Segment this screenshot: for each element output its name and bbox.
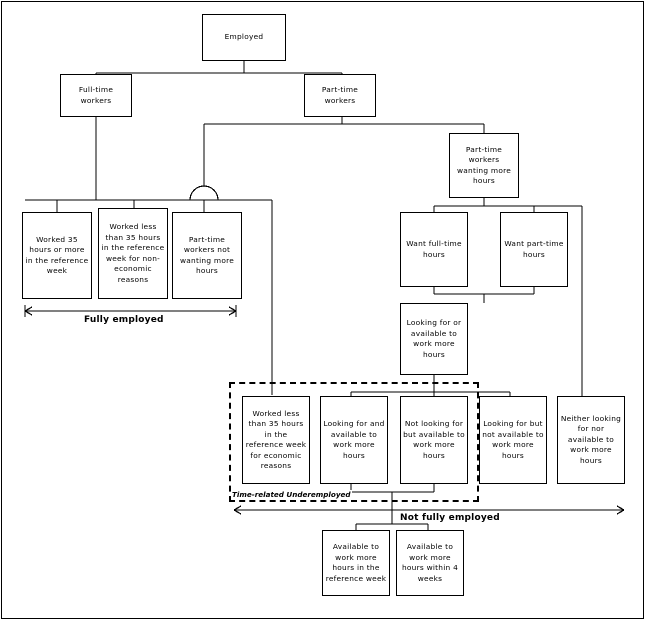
node-worked-less-economic-label: Worked less than 35 hours in the referen… bbox=[245, 408, 307, 471]
time-related-underemployed-group bbox=[229, 382, 479, 502]
node-part-time-wanting-more[interactable]: Part-time workers wanting more hours bbox=[449, 133, 519, 198]
node-want-part-time-hours-label: Want part-time hours bbox=[504, 239, 564, 259]
node-looking-or-available-label: Looking for or available to work more ho… bbox=[406, 318, 462, 359]
node-part-time-not-wanting-more-label: Part-time workers not wanting more hours bbox=[179, 234, 235, 276]
node-want-full-time-hours[interactable]: Want full-time hours bbox=[400, 212, 468, 287]
time-related-underemployed-label: Time-related Underemployed bbox=[231, 490, 352, 499]
node-available-within-4-weeks-label: Available to work more hours within 4 we… bbox=[401, 542, 459, 583]
node-available-reference-week[interactable]: Available to work more hours in the refe… bbox=[322, 530, 390, 596]
node-looking-and-available-label: Looking for and available to work more h… bbox=[323, 419, 385, 460]
bracket-label-fully-employed: Fully employed bbox=[84, 315, 164, 325]
node-not-looking-but-available[interactable]: Not looking for but available to work mo… bbox=[400, 396, 468, 484]
node-full-time-workers-label: Full-time workers bbox=[78, 85, 114, 105]
node-part-time-workers-label: Part-time workers bbox=[321, 85, 359, 105]
node-employed[interactable]: Employed bbox=[202, 14, 286, 61]
node-looking-or-available[interactable]: Looking for or available to work more ho… bbox=[400, 303, 468, 375]
node-employed-label: Employed bbox=[224, 32, 264, 42]
node-worked-less-noneconomic-label: Worked less than 35 hours in the referen… bbox=[101, 222, 165, 284]
node-available-within-4-weeks[interactable]: Available to work more hours within 4 we… bbox=[396, 530, 464, 596]
node-worked-35-or-more-label: Worked 35 hours or more in the reference… bbox=[25, 234, 89, 276]
node-full-time-workers[interactable]: Full-time workers bbox=[60, 74, 132, 117]
node-want-full-time-hours-label: Want full-time hours bbox=[406, 239, 462, 259]
node-neither-looking-nor-available-label: Neither looking for nor available to wor… bbox=[560, 413, 622, 465]
node-looking-but-not-available[interactable]: Looking for but not available to work mo… bbox=[479, 396, 547, 484]
node-worked-less-noneconomic[interactable]: Worked less than 35 hours in the referen… bbox=[98, 208, 168, 299]
node-neither-looking-nor-available[interactable]: Neither looking for nor available to wor… bbox=[557, 396, 625, 484]
node-part-time-wanting-more-label: Part-time workers wanting more hours bbox=[456, 144, 512, 186]
node-want-part-time-hours[interactable]: Want part-time hours bbox=[500, 212, 568, 287]
node-looking-and-available[interactable]: Looking for and available to work more h… bbox=[320, 396, 388, 484]
node-worked-35-or-more[interactable]: Worked 35 hours or more in the reference… bbox=[22, 212, 92, 299]
node-available-reference-week-label: Available to work more hours in the refe… bbox=[325, 542, 387, 583]
node-not-looking-but-available-label: Not looking for but available to work mo… bbox=[403, 419, 465, 460]
node-worked-less-economic[interactable]: Worked less than 35 hours in the referen… bbox=[242, 396, 310, 484]
node-looking-but-not-available-label: Looking for but not available to work mo… bbox=[482, 419, 544, 460]
node-part-time-workers[interactable]: Part-time workers bbox=[304, 74, 376, 117]
bracket-label-not-fully-employed: Not fully employed bbox=[400, 513, 500, 523]
node-part-time-not-wanting-more[interactable]: Part-time workers not wanting more hours bbox=[172, 212, 242, 299]
